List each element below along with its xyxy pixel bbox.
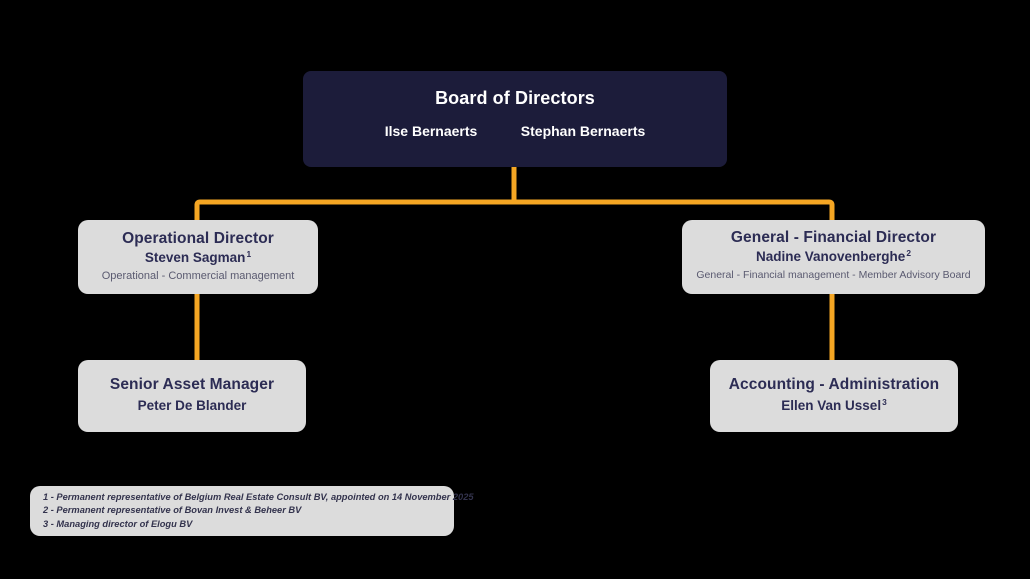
senior-asset-manager-title: Senior Asset Manager — [109, 375, 275, 393]
operational-director-person-name: Steven Sagman — [144, 250, 246, 266]
board-of-directors-title: Board of Directors — [435, 88, 595, 108]
footnote-1: 1 - Permanent representative of Belgium … — [43, 492, 474, 502]
general-financial-director-footnote-marker: 2 — [906, 247, 911, 258]
general-financial-director-subtitle: General - Financial management - Member … — [696, 269, 971, 282]
footnote-2: 2 - Permanent representative of Bovan In… — [43, 505, 302, 516]
operational-director-title: Operational Director — [122, 230, 274, 247]
accounting-administration-title: Accounting - Administration — [728, 375, 940, 393]
node-senior-asset-manager[interactable]: Senior Asset Manager Peter De Blander — [78, 360, 306, 432]
senior-asset-manager-person: Peter De Blander — [137, 398, 247, 414]
general-financial-director-title: General - Financial Director — [730, 229, 937, 246]
operational-director-footnote-marker: 1 — [246, 248, 252, 259]
operational-director-person: Steven Sagman1 — [145, 250, 251, 266]
general-financial-director-person: Nadine Vanovenberghe2 — [756, 249, 911, 265]
operational-director-subtitle: Operational - Commercial management — [101, 270, 295, 283]
board-of-directors-members: Ilse Bernaerts Stephan Bernaerts — [317, 123, 713, 140]
board-member-ilse-bernaerts: Ilse Bernaerts — [384, 123, 478, 140]
board-member-stephan-bernaerts: Stephan Bernaerts — [520, 123, 646, 140]
node-accounting-administration[interactable]: Accounting - Administration Ellen Van Us… — [710, 360, 958, 432]
accounting-administration-person: Ellen Van Ussel3 — [781, 396, 887, 414]
node-board-of-directors[interactable]: Board of Directors Ilse Bernaerts Stepha… — [303, 71, 727, 167]
accounting-administration-person-name: Ellen Van Ussel — [781, 398, 882, 414]
footnote-3: 3 - Managing director of Elogu BV — [43, 518, 193, 529]
accounting-administration-footnote-marker: 3 — [882, 396, 887, 407]
footnotes-panel: 1 - Permanent representative of Belgium … — [30, 486, 474, 536]
general-financial-director-person-name: Nadine Vanovenberghe — [756, 249, 906, 265]
node-operational-director[interactable]: Operational Director Steven Sagman1 Oper… — [78, 220, 318, 294]
node-general-financial-director[interactable]: General - Financial Director Nadine Vano… — [682, 220, 985, 294]
